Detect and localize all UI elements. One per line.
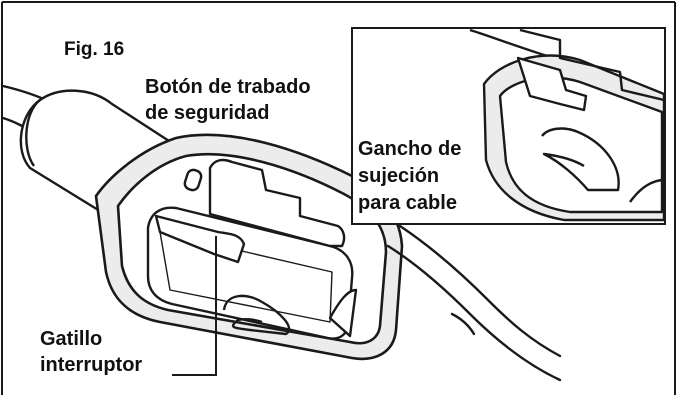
trigger-blade	[154, 214, 246, 264]
inset-detail	[351, 27, 666, 225]
trigger-label: Gatillo interruptor	[40, 326, 142, 378]
safety-lock-label-line-1: Botón de trabado	[145, 76, 311, 98]
cable-right	[386, 224, 562, 382]
trigger-label-line-2: interruptor	[40, 354, 143, 376]
safety-lock-label: Botón de trabado de seguridad	[145, 74, 311, 126]
trigger-label-line-1: Gatillo	[40, 328, 103, 350]
trigger-leader	[172, 236, 217, 376]
cable-hook-label: Gancho de sujeción para cable	[358, 136, 461, 217]
cable-hook-label-line-1: Gancho de	[358, 138, 462, 160]
figure-title: Fig. 16	[64, 39, 125, 60]
safety-lock-button	[183, 168, 203, 192]
safety-lock-label-line-2: de seguridad	[145, 102, 270, 124]
cable-hook-main	[222, 288, 358, 338]
safety-lock-housing	[208, 158, 346, 248]
cable-hook-label-line-3: para cable	[358, 192, 457, 214]
cable-hook-label-line-2: sujeción	[358, 165, 440, 187]
